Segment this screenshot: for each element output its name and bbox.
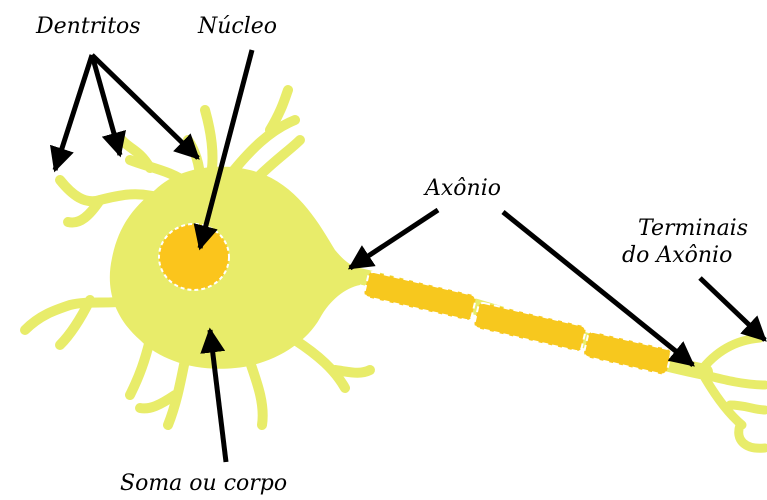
label-terminals-line2: do Axônio — [622, 243, 732, 268]
neuron — [25, 90, 765, 448]
arrow-axon-1 — [350, 210, 438, 268]
myelin-segment-1 — [363, 271, 476, 321]
arrow-terminals — [700, 278, 765, 340]
nucleus-shape — [159, 224, 229, 290]
axon-terminals — [700, 338, 765, 448]
label-terminals-line1: Terminais — [638, 216, 748, 241]
myelin-segment-2 — [473, 302, 586, 352]
arrow-dendrite-1 — [55, 55, 92, 170]
label-axon: Axônio — [423, 176, 501, 201]
label-dendrites: Dentritos — [35, 14, 141, 39]
label-nucleus: Núcleo — [197, 14, 277, 39]
myelin-sheaths — [363, 271, 671, 375]
label-soma: Soma ou corpo — [120, 471, 287, 496]
